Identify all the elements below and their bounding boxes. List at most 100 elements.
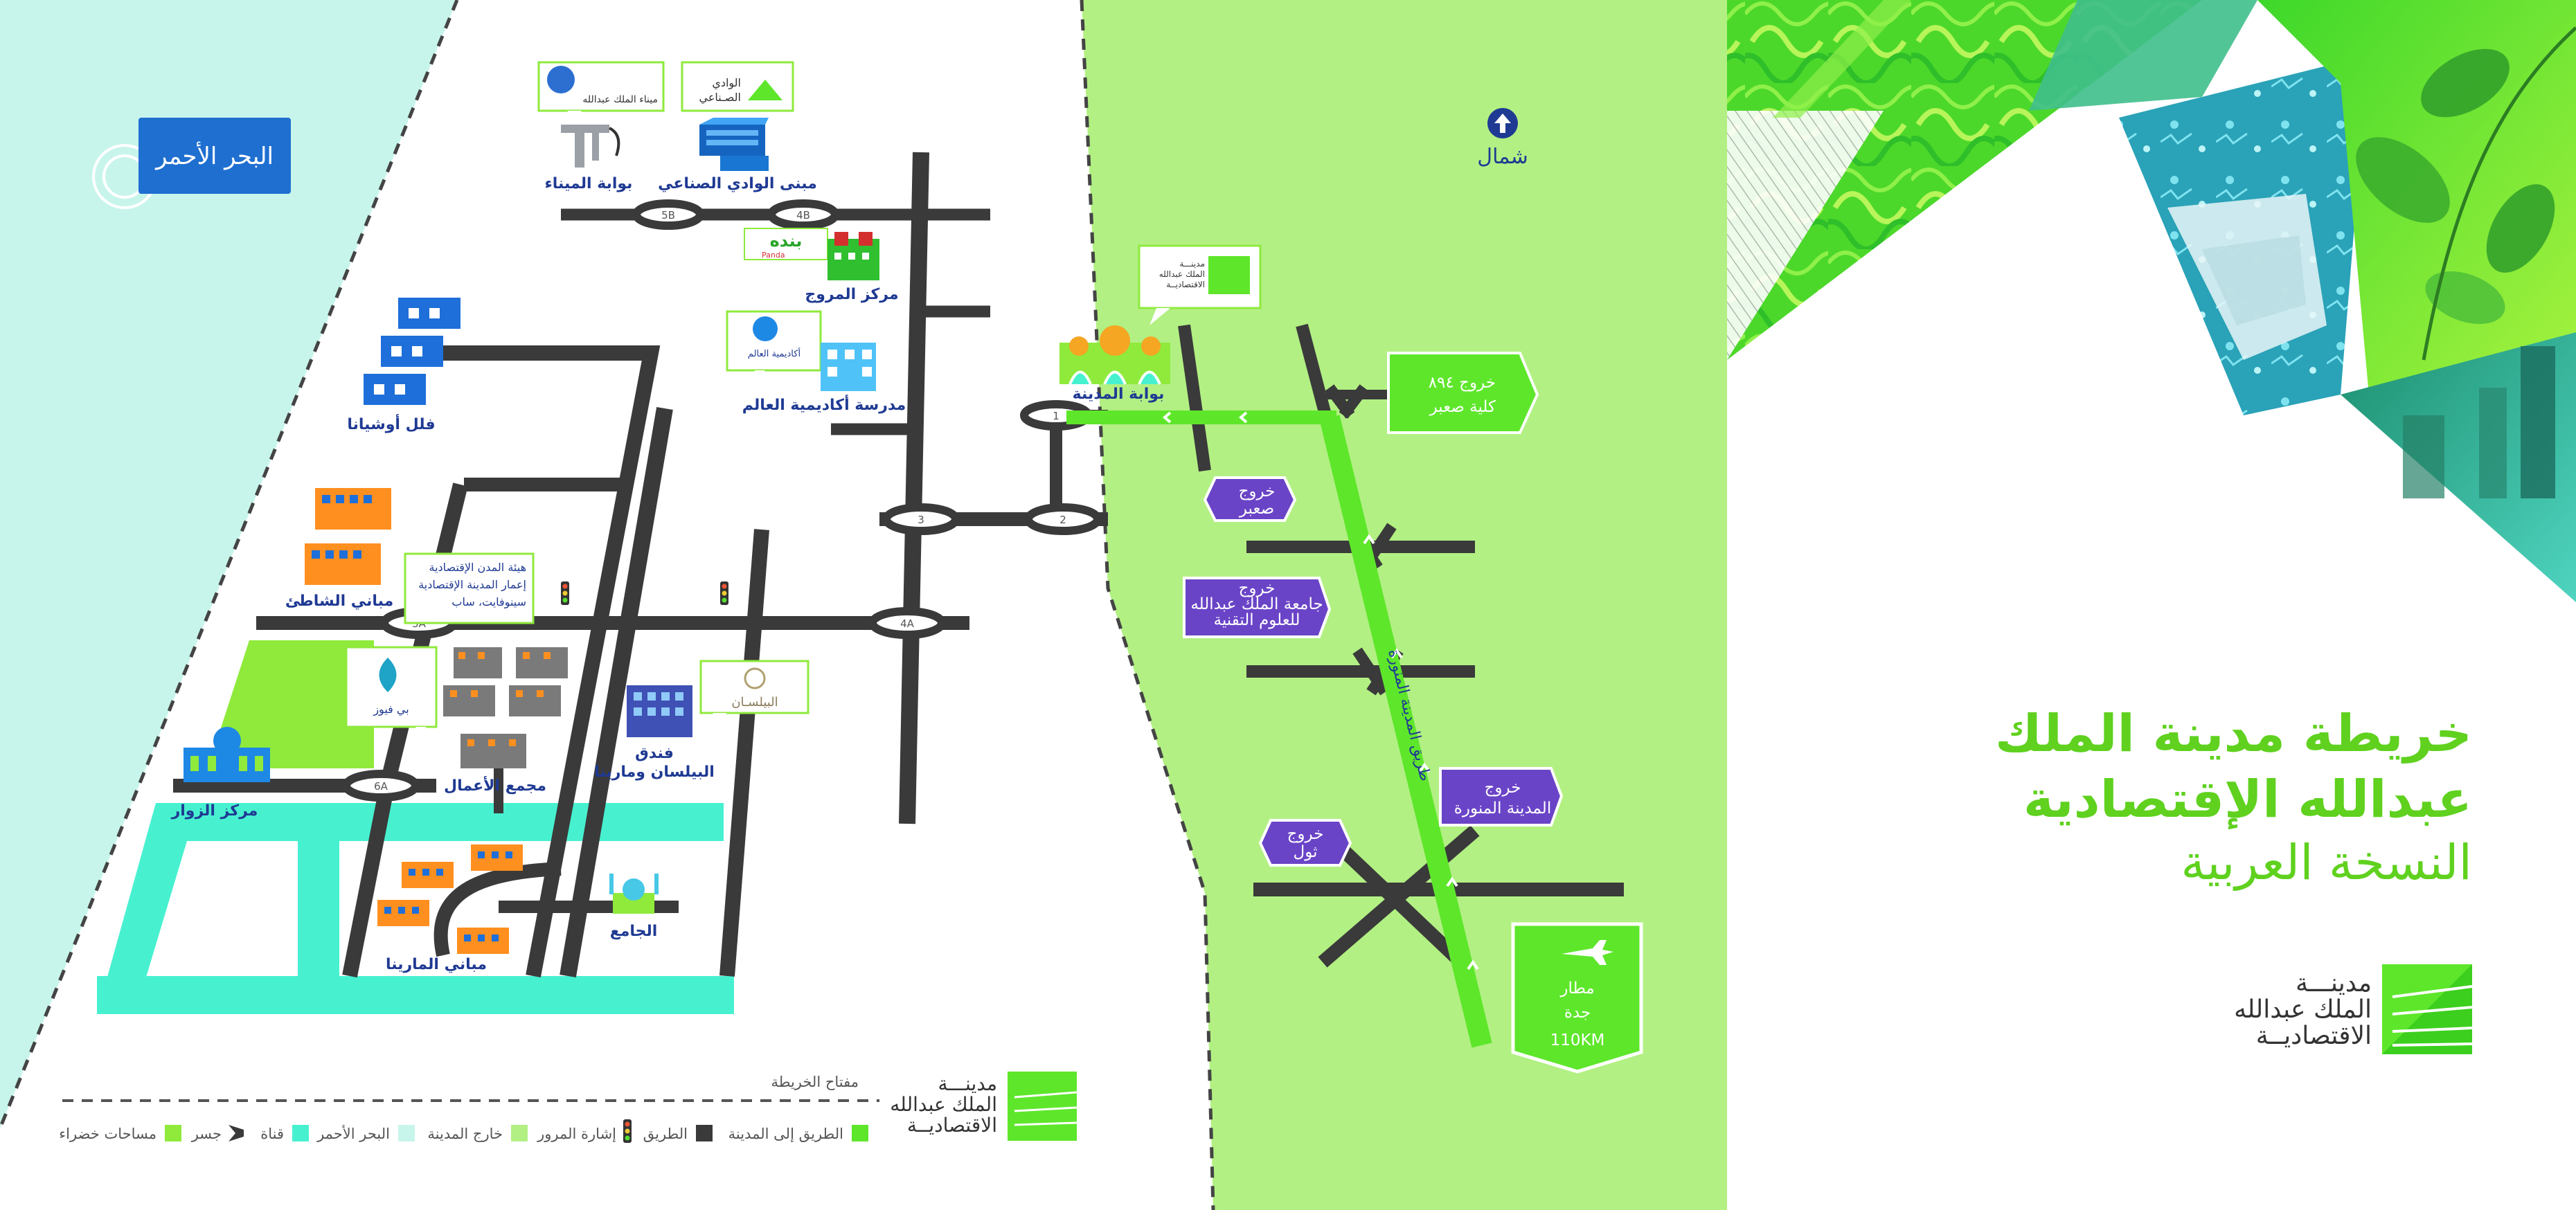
airplane-icon <box>1562 940 1613 965</box>
map-title-line3: النسخة العربية <box>2181 834 2472 891</box>
map-legend: مفتاح الخريطة مدينـــة الملك عبدالله الا… <box>59 1072 1077 1143</box>
svg-text:خروج: خروج <box>1239 482 1276 500</box>
valley-building-icon <box>699 118 769 171</box>
marina-label: مباني المارينا <box>386 956 487 973</box>
port-logo: ميناء الملك عبدالله <box>537 61 665 128</box>
svg-text:البحر الأحمر: البحر الأحمر <box>316 1125 390 1142</box>
svg-text:3: 3 <box>918 514 924 526</box>
academy-logo: أكاديمية العالم <box>726 310 822 384</box>
svg-text:جسر: جسر <box>191 1126 222 1142</box>
shati-label: مباني الشاطئ <box>285 593 393 610</box>
map-title-line2: عبدالله الإقتصادية <box>2023 770 2472 830</box>
svg-text:الاقتصاديــة: الاقتصاديــة <box>907 1114 997 1137</box>
exit-sign-kulliyat[interactable]: خروج ٨٩٤ كلية صعبر <box>1387 352 1539 434</box>
svg-text:خروج: خروج <box>1485 779 1521 797</box>
north-arrow-icon <box>1487 108 1518 138</box>
svg-text:خارج المدينة: خارج المدينة <box>427 1126 503 1143</box>
svg-text:الملك عبدالله: الملك عبدالله <box>890 1093 997 1116</box>
legend-item: خارج المدينة <box>427 1125 528 1143</box>
svg-text:بنده: بنده <box>770 231 803 251</box>
shati-buildings-icon <box>305 488 391 585</box>
bay-views-logo: بي فيوز <box>345 646 438 761</box>
svg-text:الاقتصاديــة: الاقتصاديــة <box>2256 1022 2372 1050</box>
svg-text:مدينـــة: مدينـــة <box>2296 969 2372 997</box>
panda-logo: بنده Panda <box>744 228 828 260</box>
svg-text:الطريق: الطريق <box>643 1126 688 1142</box>
svg-text:المدينة المنورة: المدينة المنورة <box>1454 800 1551 818</box>
svg-text:الطريق إلى المدينة: الطريق إلى المدينة <box>728 1126 843 1143</box>
svg-text:2: 2 <box>1059 514 1066 526</box>
exit-sign-kaust[interactable]: خروج جامعة الملك عبدالله للعلوم التقنية <box>1183 577 1332 638</box>
svg-text:1: 1 <box>1053 410 1059 422</box>
svg-text:البيلسـان: البيلسـان <box>731 695 778 710</box>
bilsan-hotel-icon <box>627 685 692 737</box>
roundabout-tags: 5B 4B 5A 4A 6A 1 2 3 <box>374 209 1066 793</box>
svg-text:مطار: مطار <box>1559 979 1594 997</box>
airport-sign[interactable]: مطار جدة 110KM <box>1511 922 1643 1074</box>
svg-text:مدينـــة: مدينـــة <box>1179 259 1205 269</box>
murooj-building-icon <box>828 232 879 280</box>
mosque-icon <box>609 874 659 914</box>
svg-text:قناة: قناة <box>260 1126 284 1142</box>
academy-label: مدرسة أكاديمية العالم <box>742 394 906 414</box>
kaec-logo-legend: مدينـــة الملك عبدالله الاقتصاديــة <box>890 1072 1077 1141</box>
legend-item: الطريق إلى المدينة <box>728 1125 868 1143</box>
visitors-center-icon <box>184 727 270 782</box>
academy-building-icon <box>821 343 876 391</box>
valley-label: مبنى الوادي الصناعي <box>658 175 817 192</box>
svg-text:4B: 4B <box>796 209 810 222</box>
visitors-label: مركز الزوار <box>171 802 258 820</box>
svg-text:بي فيوز: بي فيوز <box>373 703 409 716</box>
svg-text:خروج: خروج <box>1239 579 1276 597</box>
svg-text:Panda: Panda <box>762 251 785 260</box>
svg-text:للعلوم التقنية: للعلوم التقنية <box>1214 611 1300 629</box>
exit-sign-sabr[interactable]: خروج صعبر <box>1203 476 1297 522</box>
legend-item: إشارة المرور <box>537 1119 632 1143</box>
north-label: شمال <box>1477 145 1528 169</box>
svg-text:كلية صعبر: كلية صعبر <box>1429 398 1496 416</box>
mosque-label: الجامع <box>610 923 658 940</box>
svg-text:6A: 6A <box>374 780 388 793</box>
svg-text:ثول: ثول <box>1294 843 1318 861</box>
svg-text:الوادي: الوادي <box>712 76 741 90</box>
bilsan-label-1: فندق <box>635 745 674 762</box>
oceana-villas-icon <box>364 298 460 405</box>
road-to-city <box>1066 410 1492 1048</box>
svg-text:هيئة المدن الإقتصادية: هيئة المدن الإقتصادية <box>429 561 526 574</box>
svg-text:مفتاح الخريطة: مفتاح الخريطة <box>771 1074 859 1090</box>
bilsan-label-2: البيلسان ومارينا <box>594 764 715 781</box>
kaec-logo-gate: مدينـــة الملك عبدالله الاقتصاديــة <box>1138 244 1262 325</box>
svg-text:مدينـــة: مدينـــة <box>938 1072 997 1095</box>
svg-text:خروج: خروج <box>1287 825 1324 843</box>
photo-collage <box>1727 0 2576 602</box>
red-sea-tag <box>92 118 291 209</box>
business-label: مجمع الأعمال <box>444 775 546 795</box>
svg-text:أكاديمية العالم: أكاديمية العالم <box>748 347 800 359</box>
legend-item: الطريق <box>643 1125 713 1142</box>
city-gate-icon <box>1059 325 1170 385</box>
legend-item: جسر <box>191 1125 244 1142</box>
traffic-light-icon <box>561 581 728 605</box>
svg-text:خروج ٨٩٤: خروج ٨٩٤ <box>1429 374 1496 392</box>
svg-text:إشارة المرور: إشارة المرور <box>537 1126 616 1143</box>
svg-text:سينوفايت، ساب: سينوفايت، ساب <box>451 595 526 609</box>
port-gate-label: بوابة الميناء <box>545 175 633 192</box>
canal-system <box>97 803 734 1014</box>
svg-text:الاقتصاديــة: الاقتصاديــة <box>1166 280 1205 289</box>
port-crane-icon <box>561 125 620 168</box>
red-sea-label: البحر الأحمر <box>154 141 274 170</box>
svg-text:ميناء الملك عبدالله: ميناء الملك عبدالله <box>582 94 658 105</box>
exit-sign-thuwal[interactable]: خروج ثول <box>1258 819 1352 867</box>
svg-text:جدة: جدة <box>1564 1004 1591 1022</box>
svg-text:الملك عبدالله: الملك عبدالله <box>2234 995 2372 1024</box>
svg-text:4A: 4A <box>900 617 915 630</box>
svg-text:مساحات خضراء: مساحات خضراء <box>59 1126 156 1142</box>
legend-item: البحر الأحمر <box>316 1125 415 1142</box>
svg-text:الملك عبدالله: الملك عبدالله <box>1159 269 1205 279</box>
authority-callout: هيئة المدن الإقتصادية إعمار المدينة الإق… <box>404 552 535 624</box>
exit-sign-madinah[interactable]: خروج المدينة المنورة <box>1439 767 1564 827</box>
bilsan-logo: البيلسـان <box>699 660 810 730</box>
legend-item: مساحات خضراء <box>59 1125 181 1142</box>
svg-text:الصـناعي: الصـناعي <box>699 91 741 105</box>
